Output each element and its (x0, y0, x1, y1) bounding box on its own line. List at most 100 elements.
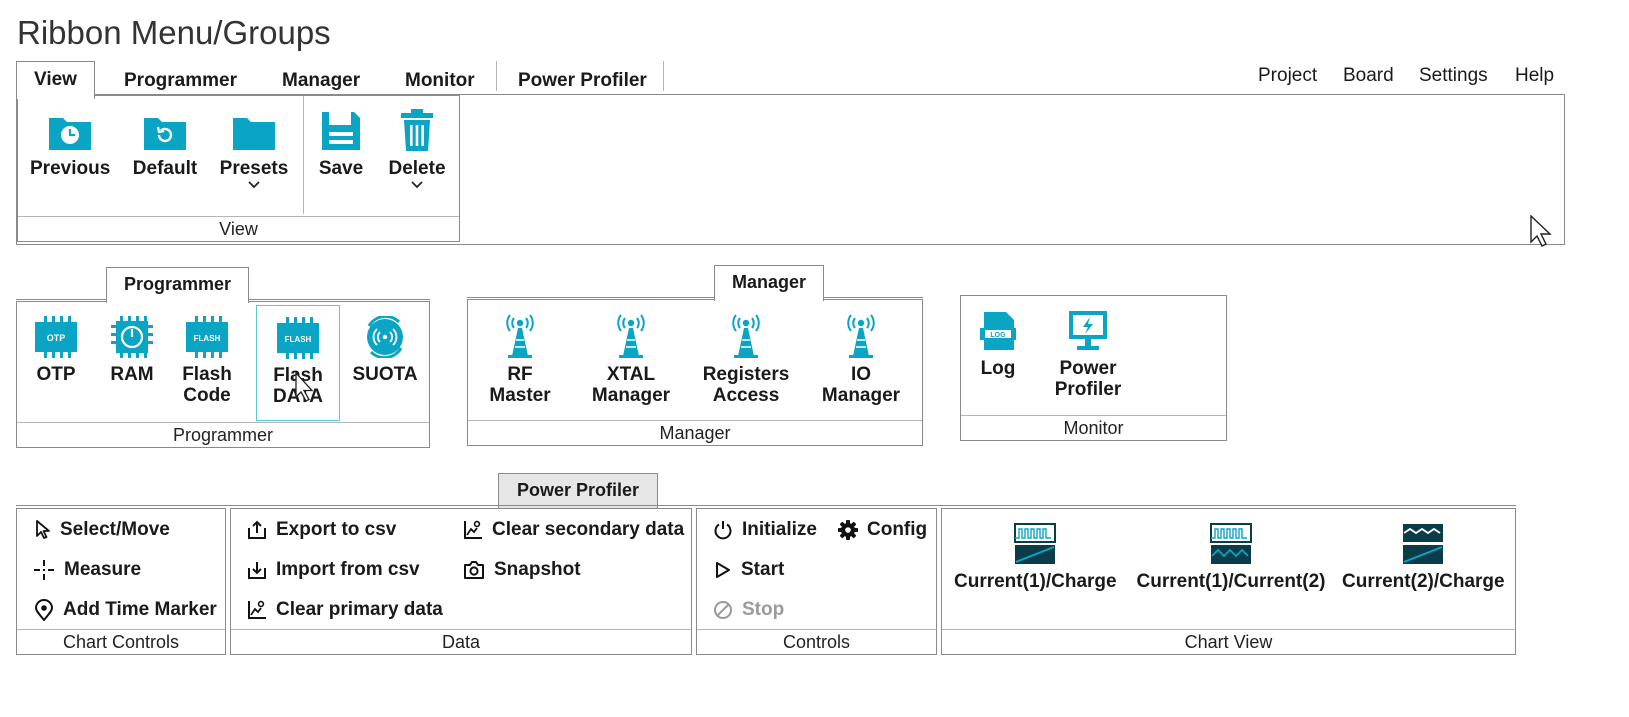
xtal-manager-button[interactable]: XTAL Manager (586, 314, 676, 406)
select-move-button[interactable]: Select/Move (35, 519, 170, 541)
power-icon (714, 521, 732, 540)
default-label: Default (132, 158, 198, 179)
flash-code-label-2: Code (183, 385, 231, 406)
previous-label: Previous (30, 158, 111, 179)
save-button[interactable]: Save (306, 110, 376, 179)
clear-primary-data-button[interactable]: Clear primary data (247, 599, 443, 621)
current2-charge-button[interactable]: Current(2)/Charge (1342, 523, 1505, 592)
presets-button[interactable]: Presets (214, 110, 294, 189)
add-time-marker-button[interactable]: Add Time Marker (34, 599, 217, 621)
view-group-label: View (18, 216, 459, 241)
manager-group-label: Manager (468, 420, 922, 445)
menu-board[interactable]: Board (1343, 65, 1394, 86)
measure-label: Measure (64, 559, 142, 580)
chevron-down-icon (411, 181, 423, 189)
registers-access-button[interactable]: Registers Access (700, 314, 792, 406)
config-label: Config (867, 519, 928, 540)
chart-clear-icon (248, 600, 266, 619)
measure-button[interactable]: Measure (33, 559, 141, 581)
crosshair-icon (34, 560, 54, 580)
add-time-marker-label: Add Time Marker (63, 599, 217, 620)
power-profiler-button[interactable]: Power Profiler (1048, 310, 1128, 400)
initialize-button[interactable]: Initialize (713, 519, 817, 541)
config-button[interactable]: Config (838, 519, 927, 541)
floppy-disk-icon (322, 112, 360, 150)
otp-button[interactable]: OTP OTP (29, 316, 83, 385)
menu-settings[interactable]: Settings (1419, 65, 1488, 86)
current2-charge-label: Current(2)/Charge (1342, 571, 1505, 592)
clear-primary-data-label: Clear primary data (276, 599, 443, 620)
xtal-manager-label-1: XTAL (606, 364, 656, 385)
programmer-group-label: Programmer (17, 422, 429, 447)
manager-tab[interactable]: Manager (714, 265, 825, 301)
previous-button[interactable]: Previous (30, 110, 110, 179)
flash-chip-text: FLASH (285, 335, 312, 344)
select-move-label: Select/Move (60, 519, 170, 540)
tab-monitor[interactable]: Monitor (405, 70, 475, 91)
group-divider (303, 96, 304, 214)
xtal-manager-label-2: Manager (591, 385, 671, 406)
import-csv-button[interactable]: Import from csv (247, 559, 420, 581)
delete-label: Delete (388, 158, 446, 179)
rf-master-label-2: Master (489, 385, 551, 406)
clear-secondary-data-button[interactable]: Clear secondary data (463, 519, 684, 541)
io-manager-label-1: IO (850, 364, 872, 385)
registers-access-label-1: Registers (702, 364, 790, 385)
otp-chip-icon: OTP (35, 316, 77, 358)
current1-current2-button[interactable]: Current(1)/Current(2) (1134, 523, 1328, 592)
flash-data-button[interactable]: FLASH Flash DATA (256, 305, 340, 421)
start-button[interactable]: Start (714, 559, 784, 581)
power-profiler-tab[interactable]: Power Profiler (498, 473, 659, 509)
current1-current2-label: Current(1)/Current(2) (1136, 571, 1326, 592)
flash-chip-text: FLASH (194, 334, 221, 343)
tab-baseline (467, 297, 923, 298)
monitor-power-icon (1069, 311, 1107, 350)
controls-group-label: Controls (697, 629, 936, 654)
tab-manager[interactable]: Manager (282, 70, 361, 91)
stop-button[interactable]: Stop (713, 599, 784, 621)
monitor-group-label: Monitor (961, 415, 1226, 440)
export-icon (248, 520, 266, 539)
programmer-tab[interactable]: Programmer (106, 267, 250, 303)
snapshot-label: Snapshot (494, 559, 581, 580)
suota-label: SUOTA (352, 364, 418, 385)
log-button[interactable]: LOG Log (973, 310, 1023, 379)
tab-programmer[interactable]: Programmer (124, 70, 237, 91)
rf-master-button[interactable]: RF Master (480, 314, 560, 406)
snapshot-button[interactable]: Snapshot (463, 559, 581, 581)
antenna-tower-icon (506, 314, 534, 358)
menu-help[interactable]: Help (1515, 65, 1555, 86)
suota-icon (367, 316, 403, 358)
clear-secondary-data-label: Clear secondary data (492, 519, 685, 540)
trash-icon (401, 109, 433, 151)
chart-view-group-label: Chart View (942, 629, 1515, 654)
folder-clock-icon (49, 118, 91, 150)
tab-divider (496, 61, 497, 91)
antenna-tower-icon (732, 314, 760, 358)
rf-master-label-1: RF (507, 364, 533, 385)
flash-data-label-2: DATA (273, 386, 323, 407)
current1-charge-label: Current(1)/Charge (954, 571, 1117, 592)
monitor-group: LOG Log Power Profiler Monitor (960, 295, 1227, 441)
play-icon (716, 562, 730, 578)
chart-clear-icon (464, 520, 482, 539)
mouse-cursor-icon (295, 372, 314, 402)
default-button[interactable]: Default (125, 110, 205, 179)
location-pin-icon (34, 599, 54, 621)
menu-project[interactable]: Project (1258, 65, 1318, 86)
current1-charge-button[interactable]: Current(1)/Charge (954, 523, 1117, 592)
ram-button[interactable]: RAM (105, 316, 159, 385)
log-label: Log (980, 358, 1016, 379)
export-csv-button[interactable]: Export to csv (247, 519, 396, 541)
cursor-arrow-icon (36, 520, 50, 539)
chart-controls-group: Select/Move Measure Add Time Marker Char… (16, 508, 226, 655)
io-manager-button[interactable]: IO Manager (816, 314, 906, 406)
current2-charge-icon (1403, 524, 1443, 564)
flash-code-button[interactable]: FLASH Flash Code (180, 316, 234, 406)
suota-button[interactable]: SUOTA (352, 316, 418, 385)
tab-divider (663, 61, 664, 91)
tab-view[interactable]: View (16, 61, 95, 99)
tab-power-profiler[interactable]: Power Profiler (518, 70, 647, 91)
delete-button[interactable]: Delete (382, 108, 452, 189)
save-label: Save (318, 158, 364, 179)
